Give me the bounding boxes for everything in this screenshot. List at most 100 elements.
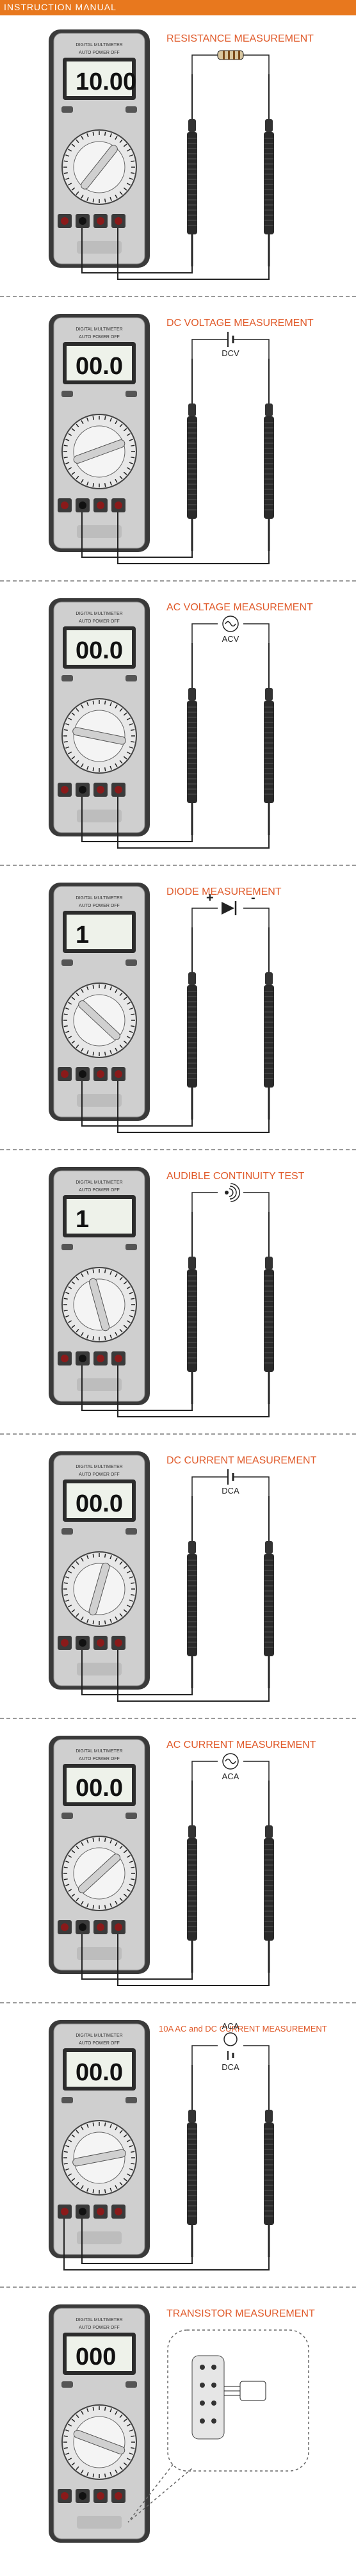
banner-title: INSTRUCTION MANUAL bbox=[4, 2, 117, 12]
probe-guard bbox=[188, 1257, 196, 1269]
dial-tick bbox=[86, 1271, 89, 1275]
red-lead-wire bbox=[117, 228, 270, 280]
dial-tick bbox=[68, 183, 72, 186]
meter-brand: DIGITAL MULTIMETER bbox=[76, 896, 122, 901]
circuit-wire-left bbox=[191, 908, 218, 927]
meter-base bbox=[77, 1094, 122, 1107]
circuit-label: ACA bbox=[222, 1772, 239, 1781]
meter-model: AUTO POWER OFF bbox=[79, 619, 120, 624]
hold-button bbox=[125, 959, 137, 966]
probe-grip bbox=[187, 132, 197, 234]
dial-tick bbox=[81, 763, 84, 767]
circuit-component: DCV bbox=[218, 332, 243, 358]
dial-tick bbox=[123, 1281, 127, 1285]
dial-tick bbox=[68, 1002, 72, 1005]
black-test-probe bbox=[187, 643, 197, 835]
sine-wave-icon bbox=[225, 621, 236, 627]
dial-tick bbox=[119, 139, 123, 143]
input-jack bbox=[79, 217, 86, 225]
probe-guard bbox=[265, 119, 273, 132]
dial-tick bbox=[123, 187, 127, 191]
input-jack bbox=[115, 1639, 122, 1647]
dial-tick bbox=[119, 1613, 123, 1617]
black-test-probe bbox=[187, 927, 197, 1120]
dial-tick bbox=[109, 702, 112, 706]
dial-tick bbox=[65, 1031, 70, 1033]
dial-tick bbox=[81, 989, 84, 993]
dial-tick bbox=[115, 478, 118, 483]
dial-tick bbox=[119, 191, 123, 195]
meter-model: AUTO POWER OFF bbox=[79, 1188, 120, 1193]
sound-wave bbox=[231, 1183, 240, 1202]
dial-tick bbox=[81, 2469, 84, 2474]
input-jack bbox=[61, 786, 69, 794]
dial-tick bbox=[76, 1276, 79, 1281]
lcd-reading: 00.0 bbox=[76, 2059, 123, 2086]
dial-tick bbox=[68, 1889, 72, 1892]
input-jack bbox=[61, 501, 69, 509]
dial-tick bbox=[71, 1609, 76, 1613]
dial-tick bbox=[119, 760, 123, 764]
socket-pin bbox=[211, 2401, 216, 2406]
probe-guard bbox=[188, 1541, 196, 1554]
input-jack bbox=[97, 217, 104, 225]
dial-tick bbox=[109, 765, 112, 770]
dial-tick bbox=[119, 2181, 123, 2186]
dial-tick bbox=[71, 1040, 76, 1044]
meter-brand: DIGITAL MULTIMETER bbox=[76, 1180, 122, 1185]
dial-tick bbox=[68, 1855, 72, 1858]
resistor-band bbox=[223, 51, 225, 60]
plus-sign: + bbox=[206, 891, 214, 905]
dial-tick bbox=[104, 1553, 106, 1558]
dial-tick bbox=[65, 1884, 70, 1886]
dial-tick bbox=[129, 177, 133, 180]
input-jack bbox=[61, 1070, 69, 1078]
red-lead-wire bbox=[117, 1934, 270, 1986]
dial-tick bbox=[119, 992, 123, 997]
dial-tick bbox=[76, 191, 79, 195]
dial-tick bbox=[123, 2134, 127, 2138]
probe-grip bbox=[187, 416, 197, 519]
power-button bbox=[61, 1244, 73, 1250]
dial-tick bbox=[68, 2139, 72, 2142]
red-test-probe bbox=[264, 1496, 274, 1688]
dial-tick bbox=[71, 471, 76, 475]
section-divider bbox=[0, 1149, 356, 1150]
dial-tick bbox=[131, 172, 135, 174]
dial-tick bbox=[119, 1897, 123, 1902]
red-lead-wire bbox=[117, 1365, 270, 1417]
knob-pointer bbox=[88, 1562, 110, 1616]
meter-brand: DIGITAL MULTIMETER bbox=[76, 327, 122, 332]
probe-grip bbox=[187, 1554, 197, 1656]
meter-base bbox=[77, 810, 122, 822]
probe-grip bbox=[264, 701, 274, 803]
black-lead-wire bbox=[81, 1934, 193, 1980]
minus-sign: - bbox=[251, 891, 255, 905]
dial-tick bbox=[63, 1298, 68, 1300]
dial-tick bbox=[68, 1036, 72, 1039]
dial-tick bbox=[86, 1555, 89, 1560]
lcd-screen bbox=[67, 2336, 132, 2371]
section-divider bbox=[0, 580, 356, 582]
circuit-component bbox=[225, 1183, 240, 1202]
dial-tick bbox=[71, 1850, 76, 1854]
dial-tick bbox=[129, 1031, 133, 1033]
red-lead-wire bbox=[63, 2219, 270, 2270]
dial-tick bbox=[126, 751, 131, 754]
dial-tick bbox=[63, 2151, 68, 2153]
dial-tick bbox=[76, 2466, 79, 2470]
dial-tick bbox=[68, 433, 72, 436]
meter-brand: DIGITAL MULTIMETER bbox=[76, 2318, 122, 2322]
dial-tick bbox=[123, 1850, 127, 1854]
dial-tick bbox=[129, 439, 133, 441]
dial-tick bbox=[86, 702, 89, 706]
dial-tick bbox=[68, 1286, 72, 1289]
dial-tick bbox=[123, 756, 127, 760]
black-lead-wire bbox=[81, 1365, 193, 1411]
probe-guard bbox=[265, 1541, 273, 1554]
